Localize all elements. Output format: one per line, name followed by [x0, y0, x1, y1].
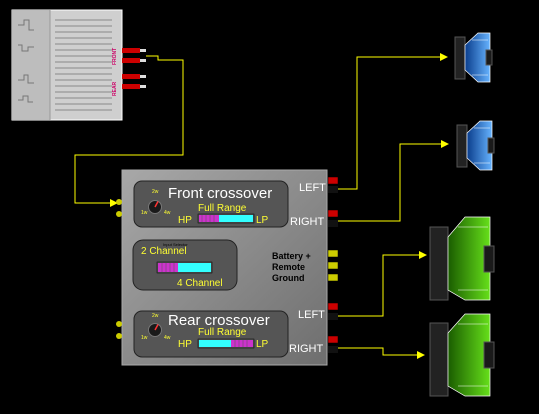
rear-knob-label-1w: 1w [141, 335, 148, 341]
front-knob-label-1w: 1w [141, 210, 148, 216]
head-unit: FRONT REAR [11, 9, 146, 121]
output-terminals[interactable] [327, 176, 339, 353]
rca-jack-icon[interactable] [122, 48, 146, 89]
rear-crossover-title: Rear crossover [168, 312, 270, 329]
front-hp-label: HP [178, 215, 192, 226]
head-unit-rear-label: REAR [112, 81, 118, 96]
front-knob-label-2w: 2w [152, 189, 159, 195]
input-selector-switch[interactable] [156, 261, 213, 274]
knob-icon[interactable] [148, 323, 162, 337]
rear-knob-label-2w: 2w [152, 313, 159, 319]
front-crossover-title: Front crossover [168, 185, 272, 202]
input-selector-2ch[interactable]: 2 Channel [141, 246, 187, 257]
battery-label: Battery + [272, 251, 311, 261]
input-wire [74, 55, 184, 207]
ground-label: Ground [272, 273, 305, 283]
input-selector-title: Input Selector [163, 242, 188, 247]
rear-right-output-label: RIGHT [289, 343, 324, 355]
front-crossover-mode: Full Range [198, 203, 247, 214]
rear-knob-label-4w: 4w [164, 335, 171, 341]
rear-lp-label: LP [256, 339, 269, 350]
subwoofer-icon [429, 216, 495, 301]
front-crossover-panel: Front crossover Full Range HP LP 2w 1w 4… [133, 180, 289, 228]
rear-crossover-mode: Full Range [198, 327, 247, 338]
rear-filter-slider[interactable] [197, 338, 255, 349]
head-unit-front-label: FRONT [112, 48, 118, 65]
speaker-wires [338, 53, 449, 359]
speaker-icon [456, 120, 495, 171]
power-terminals[interactable] [327, 249, 339, 282]
speaker-icon [454, 32, 493, 83]
remote-label: Remote [272, 262, 305, 272]
rear-left-output-label: LEFT [298, 309, 325, 321]
subwoofer-icon [429, 313, 495, 397]
rear-crossover-panel: Rear crossover Full Range HP LP 2w 1w 4w [133, 310, 289, 358]
front-lp-label: LP [256, 215, 269, 226]
knob-icon[interactable] [148, 200, 162, 214]
rear-hp-label: HP [178, 339, 192, 350]
front-filter-slider[interactable] [197, 213, 255, 224]
input-selector-4ch[interactable]: 4 Channel [177, 278, 223, 289]
input-selector-panel: Input Selector 2 Channel 4 Channel [132, 239, 238, 291]
front-left-output-label: LEFT [299, 182, 326, 194]
front-knob-label-4w: 4w [164, 210, 171, 216]
front-right-output-label: RIGHT [290, 216, 325, 228]
